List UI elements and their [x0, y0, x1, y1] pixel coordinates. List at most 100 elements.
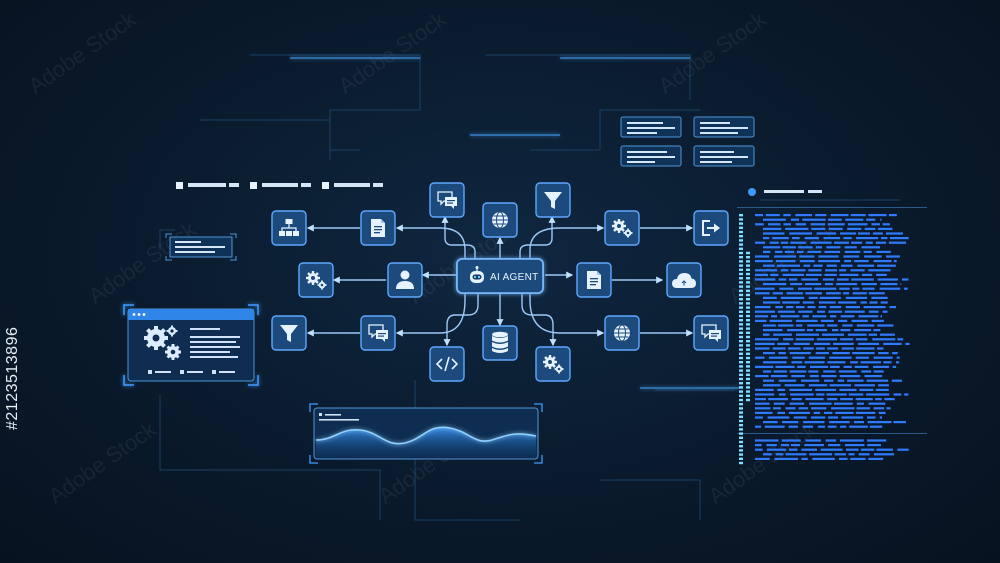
node-gears-upper-right[interactable]	[604, 210, 640, 246]
code-dash	[882, 223, 890, 226]
code-dash	[755, 214, 764, 217]
code-dash	[801, 278, 819, 281]
code-gutter-mark	[739, 373, 743, 376]
node-cloud[interactable]	[666, 262, 702, 298]
code-dash	[789, 370, 807, 373]
code-dash	[781, 439, 801, 442]
node-filter-left[interactable]	[271, 315, 307, 351]
code-dash	[763, 329, 783, 332]
code-dash	[868, 457, 884, 460]
connectors	[306, 215, 694, 347]
code-dash	[877, 347, 884, 350]
code-dash	[867, 439, 887, 442]
node-export[interactable]	[693, 210, 729, 246]
code-dash	[827, 324, 838, 327]
connector	[519, 215, 556, 262]
code-dash	[825, 269, 838, 272]
code-gutter-mark	[746, 298, 750, 301]
code-gutter-mark	[739, 461, 743, 465]
code-dash	[816, 232, 837, 235]
code-dash	[755, 269, 778, 272]
code-dash	[821, 375, 837, 378]
code-dash	[860, 361, 881, 364]
code-gutter-mark	[739, 411, 743, 414]
code-gutter-mark	[739, 377, 743, 381]
node-gears-left[interactable]	[298, 262, 334, 298]
code-dash	[777, 342, 790, 345]
gears-icon	[612, 219, 633, 238]
code-dash	[813, 264, 823, 267]
node-chat-top[interactable]	[429, 182, 465, 218]
code-dash	[763, 227, 782, 230]
code-dash	[839, 388, 857, 391]
code-dash	[838, 319, 848, 322]
code-dash	[795, 306, 805, 309]
code-dash	[755, 425, 762, 428]
node-filter-top[interactable]	[535, 182, 571, 218]
ai-agent-hub[interactable]: AI AGENT	[456, 258, 544, 294]
code-dash	[878, 411, 886, 414]
circuit-trace	[159, 229, 175, 250]
code-gutter-mark	[746, 268, 750, 271]
code-dash	[763, 333, 770, 336]
code-gutter-mark	[739, 344, 743, 347]
code-dash	[872, 232, 883, 235]
legend-bar	[334, 183, 370, 187]
code-dash	[900, 283, 902, 286]
info-cards	[620, 116, 755, 167]
code-dash	[839, 457, 848, 460]
code-dash	[841, 347, 854, 350]
code-dash	[858, 315, 879, 318]
code-dash	[755, 255, 770, 258]
code-dash	[869, 301, 878, 304]
code-icon	[435, 356, 459, 372]
code-dash	[775, 306, 783, 309]
code-dash	[777, 310, 795, 313]
node-globe-right[interactable]	[604, 315, 640, 351]
code-gutter-mark	[739, 369, 743, 372]
code-dash	[840, 398, 853, 401]
code-dash	[838, 301, 857, 304]
code-dash	[763, 296, 777, 299]
code-dash	[873, 407, 885, 410]
code-dash	[850, 214, 866, 217]
code-gutter-mark	[739, 314, 743, 318]
node-chat-left[interactable]	[360, 315, 396, 351]
code-dash	[755, 365, 774, 368]
code-dash	[798, 246, 813, 249]
code-dash	[824, 250, 841, 253]
code-dash	[804, 237, 819, 240]
circuit-trace	[485, 54, 691, 100]
node-gears-bottom[interactable]	[535, 346, 571, 382]
database-icon	[492, 331, 508, 353]
code-gutter-mark	[746, 285, 750, 288]
code-dash	[795, 338, 814, 341]
code-gutter-mark	[739, 394, 743, 397]
node-document-right[interactable]	[576, 262, 612, 298]
code-dash	[851, 241, 863, 244]
code-dash	[814, 342, 831, 345]
code-dash	[850, 361, 858, 364]
node-user[interactable]	[387, 262, 423, 298]
code-dash	[873, 370, 884, 373]
code-dash	[790, 241, 806, 244]
node-document-left[interactable]	[360, 210, 396, 246]
code-dash	[876, 250, 891, 253]
node-chat-right[interactable]	[693, 315, 729, 351]
code-dash	[772, 237, 789, 240]
code-dash	[866, 393, 890, 396]
node-code[interactable]	[429, 346, 465, 382]
code-dash	[778, 379, 797, 382]
code-dash	[823, 370, 836, 373]
circuit-trace	[159, 395, 381, 520]
code-gutter-mark	[739, 440, 743, 444]
code-dash	[788, 425, 798, 428]
code-dash	[860, 448, 875, 451]
code-gutter-mark	[739, 218, 743, 221]
node-database[interactable]	[482, 325, 518, 361]
code-dash	[802, 218, 826, 221]
node-sitemap[interactable]	[271, 210, 307, 246]
code-dash	[897, 338, 904, 341]
node-globe-top[interactable]	[482, 202, 518, 238]
code-gutter-mark	[746, 335, 750, 339]
